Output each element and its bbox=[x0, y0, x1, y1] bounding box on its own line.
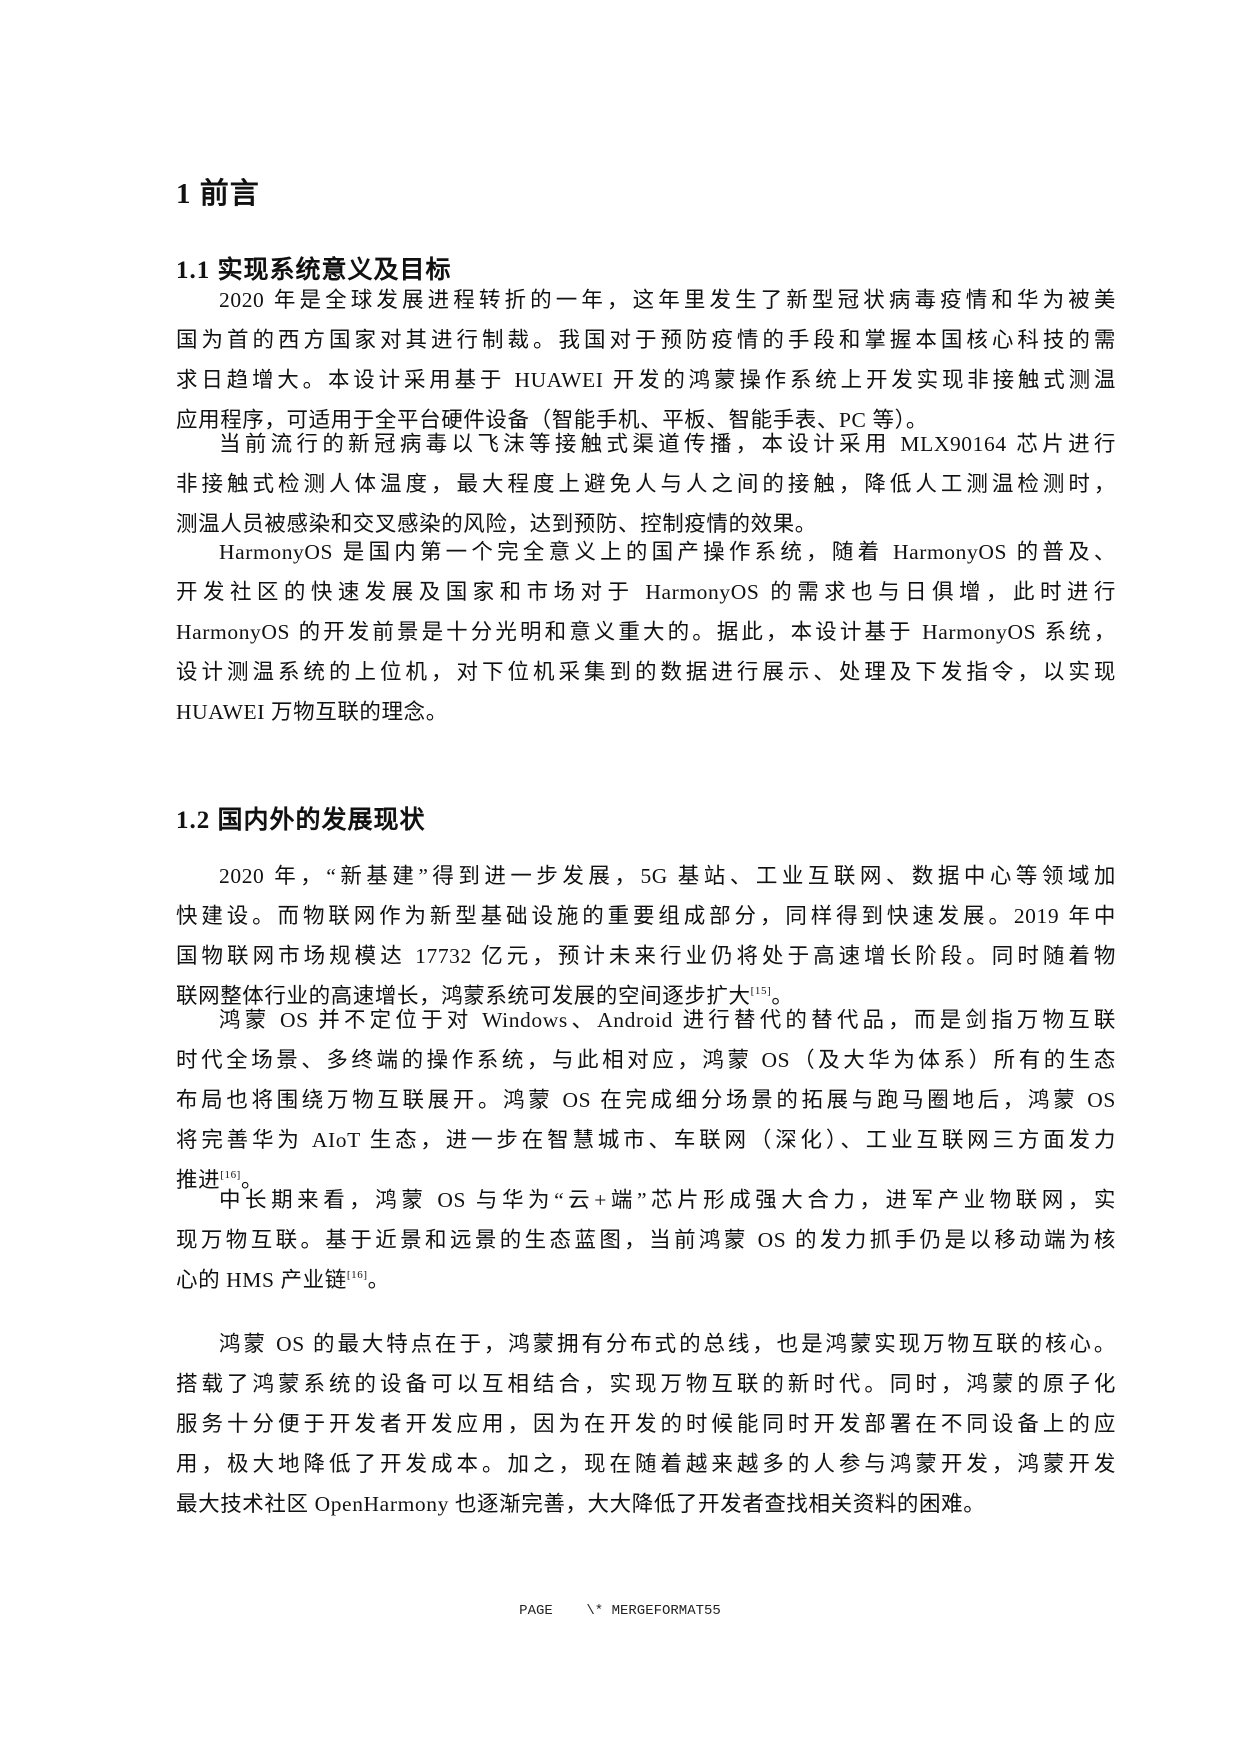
section-heading-1-1: 1.1 实现系统意义及目标 bbox=[176, 257, 452, 284]
paragraph: 2020 年是全球发展进程转折的一年，这年里发生了新型冠状病毒疫情和华为被美 国… bbox=[176, 280, 1116, 440]
text-line: 2020 年，“新基建”得到进一步发展，5G 基站、工业互联网、数据中心等领域加 bbox=[219, 864, 1116, 888]
citation-ref: [16] bbox=[346, 1269, 368, 1281]
text-run: 心的 HMS 产业链 bbox=[176, 1268, 347, 1292]
paragraph: 鸿蒙 OS 的最大特点在于，鸿蒙拥有分布式的总线，也是鸿蒙实现万物互联的核心。 … bbox=[176, 1324, 1116, 1524]
chapter-heading: 1 前言 bbox=[176, 178, 260, 210]
text-line: 心的 HMS 产业链[16]。 bbox=[176, 1260, 1116, 1300]
page-number-field: PAGE \* MERGEFORMAT55 bbox=[519, 1603, 721, 1619]
text-line: 设计测温系统的上位机，对下位机采集到的数据进行展示、处理及下发指令，以实现 bbox=[176, 660, 1116, 684]
text-line: 国为首的西方国家对其进行制裁。我国对于预防疫情的手段和掌握本国核心科技的需 bbox=[176, 328, 1116, 352]
text-line: 时代全场景、多终端的操作系统，与此相对应，鸿蒙 OS（及大华为体系）所有的生态 bbox=[176, 1048, 1116, 1072]
page-footer: PAGE \* MERGEFORMAT55 bbox=[0, 1603, 1240, 1619]
text-run: 推进 bbox=[176, 1168, 221, 1192]
text-line: 现万物互联。基于近景和远景的生态蓝图，当前鸿蒙 OS 的发力抓手仍是以移动端为核 bbox=[176, 1228, 1116, 1252]
text-line: 将完善华为 AIoT 生态，进一步在智慧城市、车联网（深化）、工业互联网三方面发… bbox=[176, 1128, 1116, 1152]
text-line: 求日趋增大。本设计采用基于 HUAWEI 开发的鸿蒙操作系统上开发实现非接触式测… bbox=[176, 368, 1116, 392]
text-line: 非接触式检测人体温度，最大程度上避免人与人之间的接触，降低人工测温检测时， bbox=[176, 472, 1116, 496]
text-line: 用，极大地降低了开发成本。加之，现在随着越来越多的人参与鸿蒙开发，鸿蒙开发 bbox=[176, 1452, 1116, 1476]
paragraph: 鸿蒙 OS 并不定位于对 Windows、Android 进行替代的替代品，而是… bbox=[176, 1000, 1116, 1200]
text-line: 国物联网市场规模达 17732 亿元，预计未来行业仍将处于高速增长阶段。同时随着… bbox=[176, 944, 1116, 968]
text-run: 联网整体行业的高速增长，鸿蒙系统可发展的空间逐步扩大 bbox=[176, 984, 751, 1008]
text-line: 测温人员被感染和交叉感染的风险，达到预防、控制疫情的效果。 bbox=[176, 512, 817, 536]
text-line: 布局也将围绕万物互联展开。鸿蒙 OS 在完成细分场景的拓展与跑马圈地后，鸿蒙 O… bbox=[176, 1088, 1116, 1112]
text-run: 。 bbox=[771, 984, 794, 1008]
text-line: 当前流行的新冠病毒以飞沫等接触式渠道传播，本设计采用 MLX90164 芯片进行 bbox=[219, 432, 1116, 456]
citation-ref: [16] bbox=[220, 1169, 241, 1181]
text-line: 最大技术社区 OpenHarmony 也逐渐完善，大大降低了开发者查找相关资料的… bbox=[176, 1492, 986, 1516]
text-line: 应用程序，可适用于全平台硬件设备（智能手机、平板、智能手表、PC 等）。 bbox=[176, 408, 929, 432]
paragraph: 当前流行的新冠病毒以飞沫等接触式渠道传播，本设计采用 MLX90164 芯片进行… bbox=[176, 424, 1116, 544]
text-line: 服务十分便于开发者开发应用，因为在开发的时候能同时开发部署在不同设备上的应 bbox=[176, 1412, 1116, 1436]
text-line: 鸿蒙 OS 并不定位于对 Windows、Android 进行替代的替代品，而是… bbox=[219, 1008, 1116, 1032]
text-line: 推进[16]。 bbox=[176, 1160, 1116, 1200]
text-line: 快建设。而物联网作为新型基础设施的重要组成部分，同样得到快速发展。2019 年中 bbox=[176, 904, 1116, 928]
text-line: HUAWEI 万物互联的理念。 bbox=[176, 700, 448, 724]
paragraph: 中长期来看，鸿蒙 OS 与华为“云+端”芯片形成强大合力，进军产业物联网，实 现… bbox=[176, 1180, 1116, 1300]
text-line: 中长期来看，鸿蒙 OS 与华为“云+端”芯片形成强大合力，进军产业物联网，实 bbox=[219, 1188, 1116, 1212]
citation-ref: [15] bbox=[750, 985, 772, 997]
text-line: 鸿蒙 OS 的最大特点在于，鸿蒙拥有分布式的总线，也是鸿蒙实现万物互联的核心。 bbox=[219, 1332, 1116, 1356]
text-line: 搭载了鸿蒙系统的设备可以互相结合，实现万物互联的新时代。同时，鸿蒙的原子化 bbox=[176, 1372, 1116, 1396]
text-run: 。 bbox=[240, 1168, 264, 1192]
text-line: HarmonyOS 是国内第一个完全意义上的国产操作系统，随着 HarmonyO… bbox=[219, 540, 1116, 564]
text-line: HarmonyOS 的开发前景是十分光明和意义重大的。据此，本设计基于 Harm… bbox=[176, 620, 1116, 644]
text-line: 2020 年是全球发展进程转折的一年，这年里发生了新型冠状病毒疫情和华为被美 bbox=[219, 288, 1116, 312]
paragraph: HarmonyOS 是国内第一个完全意义上的国产操作系统，随着 HarmonyO… bbox=[176, 532, 1116, 732]
text-line: 联网整体行业的高速增长，鸿蒙系统可发展的空间逐步扩大[15]。 bbox=[176, 976, 1116, 1016]
text-line: 开发社区的快速发展及国家和市场对于 HarmonyOS 的需求也与日俱增，此时进… bbox=[176, 580, 1116, 604]
paragraph: 2020 年，“新基建”得到进一步发展，5G 基站、工业互联网、数据中心等领域加… bbox=[176, 856, 1116, 1016]
section-heading-1-2: 1.2 国内外的发展现状 bbox=[176, 807, 426, 834]
text-run: 。 bbox=[367, 1268, 390, 1292]
